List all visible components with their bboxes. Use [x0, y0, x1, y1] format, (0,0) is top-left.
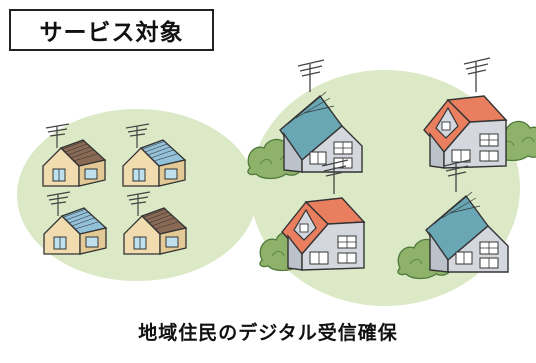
title-text: サービス対象	[39, 20, 184, 46]
title-box: サービス対象	[9, 9, 214, 51]
caption-text: 地域住民のデジタル受信確保	[138, 322, 398, 344]
